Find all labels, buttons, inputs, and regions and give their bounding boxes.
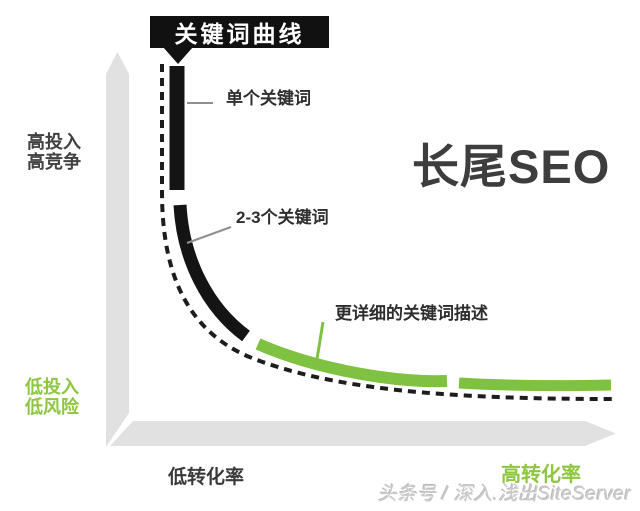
hero-label-longtail-seo: 长尾SEO (412, 140, 611, 193)
y-axis-top-label-line1: 高投入 (27, 132, 81, 152)
flag-pointer-triangle (163, 47, 193, 64)
y-axis-top-label: 高投入 高竞争 (27, 132, 81, 172)
curve-title-flag: 关键词曲线 (150, 16, 329, 48)
curve-segment-two-three-keywords (173, 204, 250, 342)
curve-title-label: 关键词曲线 (174, 21, 305, 47)
y-axis-bottom-label-line2: 低风险 (25, 397, 79, 417)
dashed-curve (160, 64, 613, 401)
x-axis-right-label: 高转化率 (501, 464, 581, 486)
watermark-text: 头条号 / 深入.浅出SiteServer (378, 484, 632, 505)
leader-line-two-three-keywords (186, 226, 232, 244)
annotation-two-three-keywords: 2-3个关键词 (236, 208, 329, 227)
y-axis-bottom-label: 低投入 低风险 (25, 377, 79, 417)
y-axis-bottom-label-line1: 低投入 (25, 377, 79, 397)
curve-segment-tail (458, 377, 612, 392)
curve-segment-detailed-keywords (255, 338, 448, 388)
annotation-detailed-keywords: 更详细的关键词描述 (335, 304, 488, 323)
y-axis-top-label-line2: 高竞争 (27, 152, 81, 172)
y-axis-bar (106, 52, 129, 447)
x-axis-bar (110, 421, 616, 446)
x-axis-left-label: 低转化率 (168, 467, 245, 488)
annotation-single-keyword: 单个关键词 (226, 89, 311, 108)
leader-line-detailed-keywords (315, 321, 325, 360)
